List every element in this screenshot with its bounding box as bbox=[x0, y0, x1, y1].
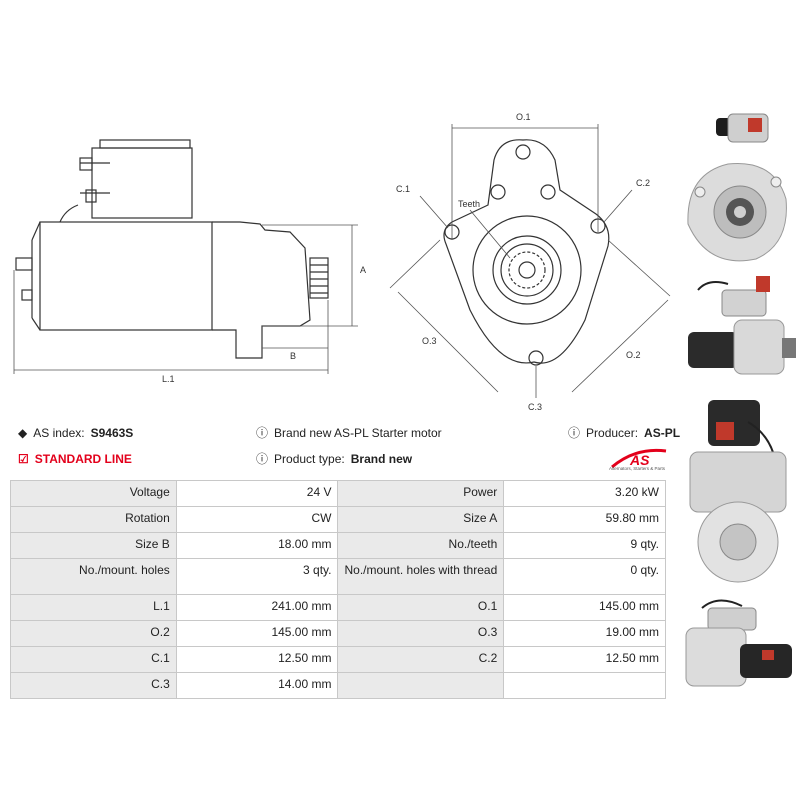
spec-label: No./mount. holes with thread bbox=[337, 558, 505, 595]
dim-label-c2: C.2 bbox=[636, 178, 650, 188]
dim-label-teeth: Teeth bbox=[458, 199, 480, 209]
description-text: Brand new AS-PL Starter motor bbox=[274, 426, 442, 440]
spec-value: 145.00 mm bbox=[503, 594, 666, 621]
spec-value: 12.50 mm bbox=[175, 646, 339, 673]
spec-value: 59.80 mm bbox=[503, 506, 666, 533]
dim-label-c1: C.1 bbox=[396, 184, 410, 194]
motor-body-outline bbox=[39, 221, 213, 331]
spec-table: Voltage 24 V Power 3.20 kW Rotation CW S… bbox=[10, 480, 666, 699]
producer-row: ⓘ Producer: AS-PL bbox=[568, 426, 680, 440]
table-row: O.2 145.00 mm O.3 19.00 mm bbox=[10, 620, 666, 647]
spec-value: 14.00 mm bbox=[175, 672, 339, 699]
table-row: C.3 14.00 mm bbox=[10, 672, 666, 699]
spec-label bbox=[337, 672, 505, 699]
info-icon: ⓘ bbox=[256, 452, 269, 466]
product-photos bbox=[678, 100, 800, 700]
info-icon: ⓘ bbox=[256, 426, 269, 440]
tag-icon: ◆ bbox=[18, 426, 28, 440]
product-type-value: Brand new bbox=[350, 452, 413, 466]
spec-label: Rotation bbox=[10, 506, 177, 533]
checkbox-icon: ☑ bbox=[18, 452, 29, 466]
dim-label-o3: O.3 bbox=[422, 336, 437, 346]
dim-label-c3: C.3 bbox=[528, 402, 542, 412]
spec-value: 24 V bbox=[175, 480, 339, 507]
spec-label: C.3 bbox=[10, 672, 177, 699]
producer-label: Producer: bbox=[586, 426, 639, 440]
spec-label: C.2 bbox=[337, 646, 505, 673]
spec-label: Power bbox=[337, 480, 505, 507]
dim-label-b: B bbox=[290, 351, 296, 361]
solenoid-outline bbox=[91, 147, 193, 219]
spec-label: No./teeth bbox=[337, 532, 505, 559]
dim-label-o2: O.2 bbox=[626, 350, 641, 360]
producer-value: AS-PL bbox=[644, 426, 681, 440]
table-row: C.1 12.50 mm C.2 12.50 mm bbox=[10, 646, 666, 673]
spec-label: O.3 bbox=[337, 620, 505, 647]
table-row: Size B 18.00 mm No./teeth 9 qty. bbox=[10, 532, 666, 559]
product-photo-front[interactable] bbox=[678, 104, 800, 269]
drive-housing-circle bbox=[472, 215, 582, 325]
product-photo-rear[interactable] bbox=[678, 382, 800, 592]
pinion-outline bbox=[309, 257, 329, 299]
spec-value: CW bbox=[175, 506, 339, 533]
as-logo-text: AS bbox=[629, 452, 650, 468]
description-row: ⓘ Brand new AS-PL Starter motor bbox=[256, 426, 442, 440]
table-row: Rotation CW Size A 59.80 mm bbox=[10, 506, 666, 533]
table-row: Voltage 24 V Power 3.20 kW bbox=[10, 480, 666, 507]
pinion-gear-circle bbox=[508, 251, 546, 289]
spec-value: 241.00 mm bbox=[175, 594, 339, 621]
dim-label-o1: O.1 bbox=[516, 112, 531, 122]
info-icon: ⓘ bbox=[568, 426, 581, 440]
spec-value: 3.20 kW bbox=[503, 480, 666, 507]
technical-drawing: A B L.1 O.1 C.1 C.2 Teeth O.3 O.2 C.3 bbox=[13, 112, 671, 412]
table-row: No./mount. holes 3 qty. No./mount. holes… bbox=[10, 558, 666, 595]
logo-tagline: Alternators, Starters & Parts bbox=[608, 466, 666, 471]
spec-value: 0 qty. bbox=[503, 558, 666, 595]
spec-label: C.1 bbox=[10, 646, 177, 673]
product-type-label: Product type: bbox=[274, 452, 345, 466]
spec-label: L.1 bbox=[10, 594, 177, 621]
spec-value: 9 qty. bbox=[503, 532, 666, 559]
as-logo: AS bbox=[611, 448, 667, 469]
spec-label: Voltage bbox=[10, 480, 177, 507]
spec-label: O.1 bbox=[337, 594, 505, 621]
spec-value: 19.00 mm bbox=[503, 620, 666, 647]
standard-line-row: ☑ STANDARD LINE bbox=[18, 452, 132, 466]
standard-line-label: STANDARD LINE bbox=[34, 452, 132, 466]
product-photo-side-2[interactable] bbox=[678, 588, 800, 700]
as-index-row: ◆ AS index: S9463S bbox=[18, 426, 133, 440]
spec-label: O.2 bbox=[10, 620, 177, 647]
spec-value: 145.00 mm bbox=[175, 620, 339, 647]
product-type-row: ⓘ Product type: Brand new bbox=[256, 452, 412, 466]
spec-label: Size A bbox=[337, 506, 505, 533]
spec-label: No./mount. holes bbox=[10, 558, 177, 595]
table-row: L.1 241.00 mm O.1 145.00 mm bbox=[10, 594, 666, 621]
product-photo-side[interactable] bbox=[678, 260, 800, 388]
spec-label: Size B bbox=[10, 532, 177, 559]
spec-value: 12.50 mm bbox=[503, 646, 666, 673]
dim-label-a: A bbox=[360, 265, 366, 275]
spec-value: 3 qty. bbox=[175, 558, 339, 595]
dim-label-l1: L.1 bbox=[162, 374, 175, 384]
as-index-value: S9463S bbox=[90, 426, 134, 440]
as-index-label: AS index: bbox=[33, 426, 85, 440]
spec-value: 18.00 mm bbox=[175, 532, 339, 559]
mounting-flange-outline bbox=[443, 139, 610, 364]
spec-value bbox=[503, 672, 666, 699]
